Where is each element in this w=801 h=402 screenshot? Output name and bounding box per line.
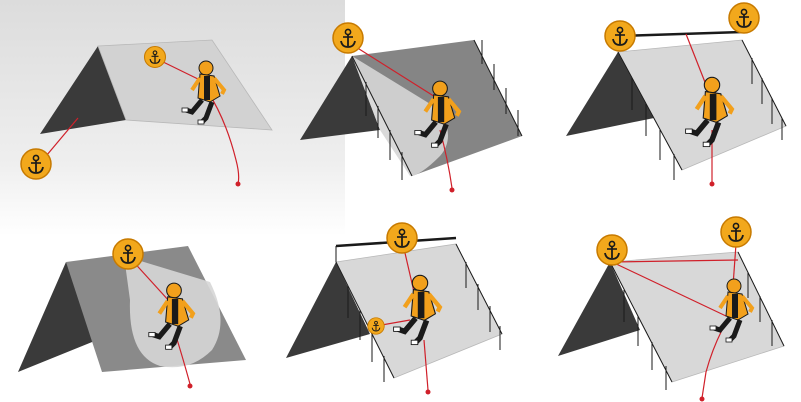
scene-4 [18, 239, 246, 389]
scene-3 [566, 3, 786, 187]
scene-6 [558, 217, 784, 402]
roof-light-face [610, 252, 784, 382]
scene-1 [21, 40, 272, 187]
anchor-icon [605, 21, 635, 51]
rope-hook [710, 182, 715, 187]
anchor-icon [333, 23, 363, 53]
scene-5 [286, 223, 502, 395]
rope-hook [236, 182, 241, 187]
anchor-icon [113, 239, 143, 269]
rope-hook [188, 384, 193, 389]
lifeline-cable [620, 32, 742, 36]
anchor-icon [368, 318, 385, 335]
rope-hook [426, 390, 431, 395]
scene-2 [300, 23, 522, 193]
anchor-icon [145, 47, 166, 68]
rope-hook [700, 397, 705, 402]
anchor-icon [597, 235, 627, 265]
anchor-icon [729, 3, 759, 33]
anchor-icon [721, 217, 751, 247]
anchor-icon [21, 149, 51, 179]
rope-hook [450, 188, 455, 193]
anchor-icon [387, 223, 417, 253]
